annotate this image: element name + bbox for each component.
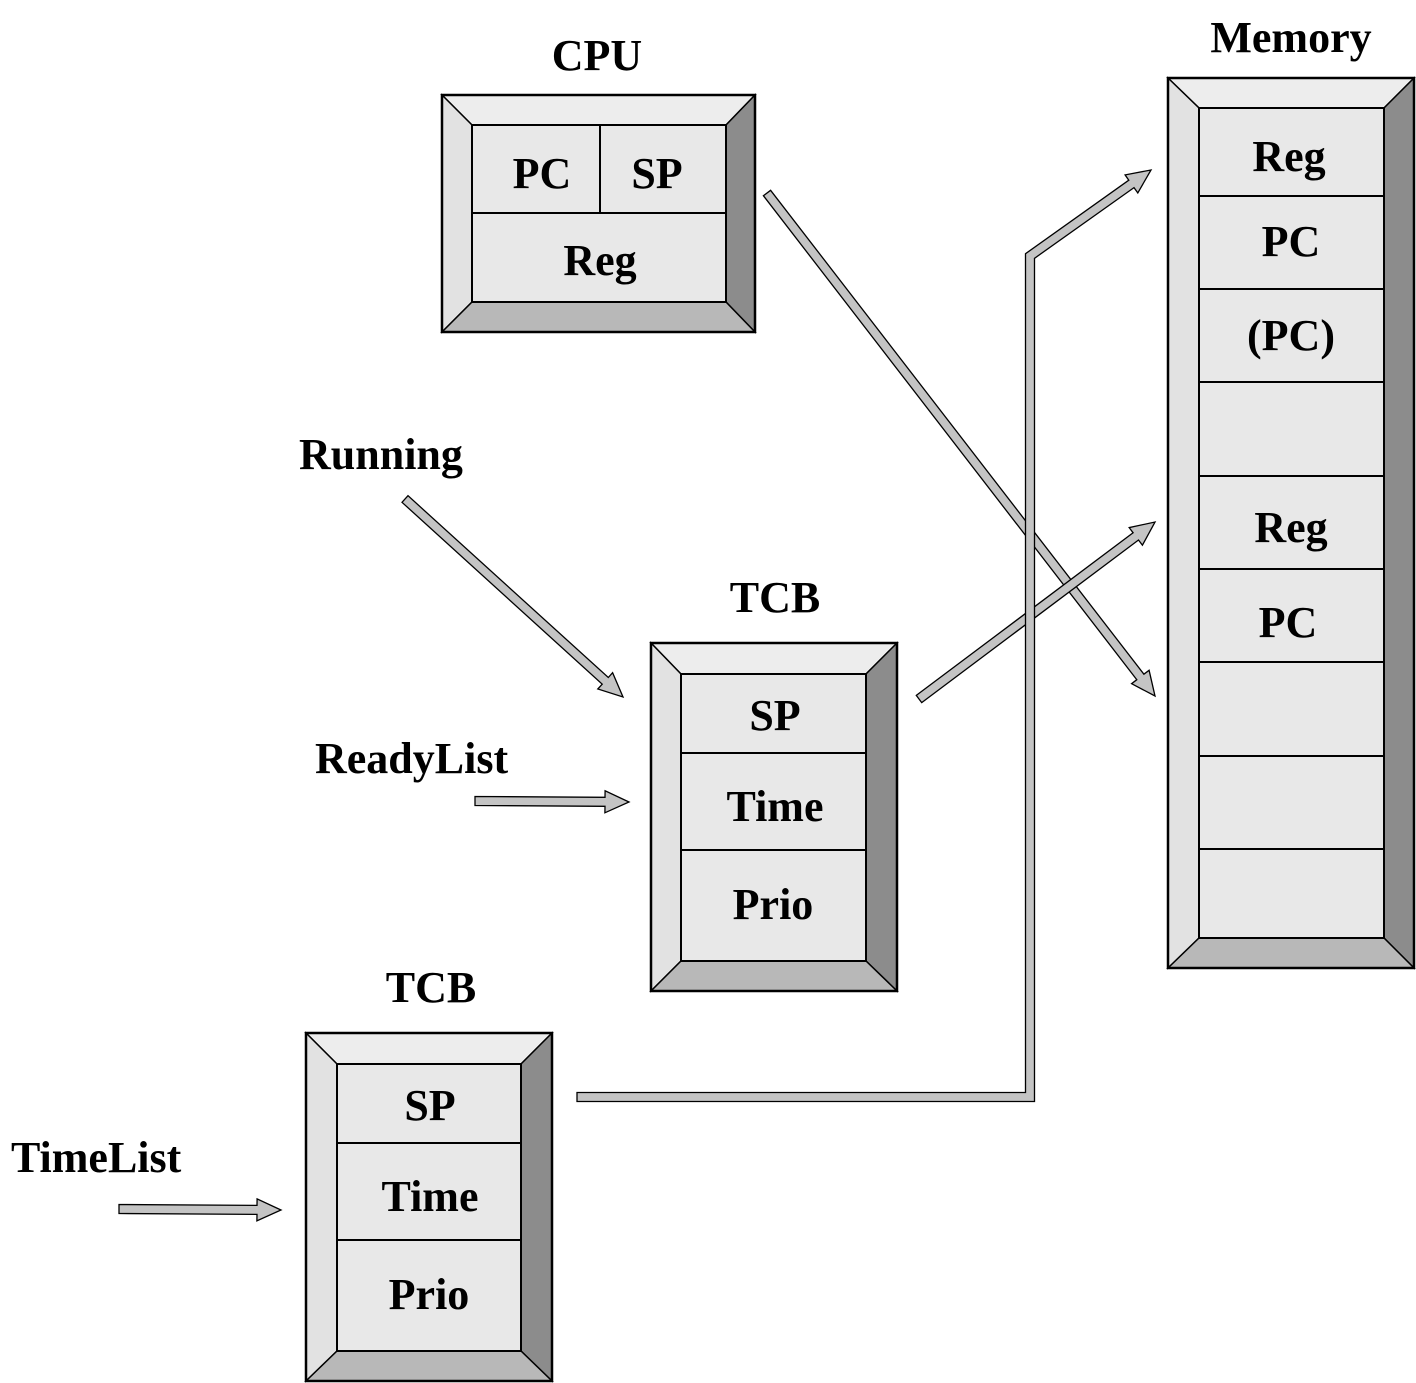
memory-cell: PC [1259, 598, 1318, 647]
timelist-label: TimeList [11, 1133, 182, 1182]
tcb-running-bevel-bottom [649, 960, 899, 992]
tcb-waiting-prio: Prio [389, 1270, 470, 1319]
tcb-running-sp: SP [749, 691, 800, 740]
memory-cell: PC [1262, 217, 1321, 266]
tcb-running-title: TCB [730, 573, 820, 622]
timelist-pointer-arrow [118, 1197, 283, 1222]
tcb-running-inner [680, 673, 867, 962]
memory-inner [1198, 107, 1385, 939]
cpu-bevel-bottom [440, 301, 757, 333]
tcb-running-sp-to-memory-arrow [915, 521, 1157, 704]
cpu-box: CPU PC SP Reg [440, 31, 757, 334]
memory-title: Memory [1210, 13, 1371, 62]
tcb-waiting-time: Time [382, 1172, 479, 1221]
tcb-waiting-bevel-bottom [304, 1350, 554, 1382]
readylist-pointer-arrow [474, 789, 631, 814]
tcb-running-bevel-top [649, 642, 899, 675]
cpu-title: CPU [552, 31, 642, 80]
tcb-running-bevel-right [865, 641, 898, 993]
memory-cell: Reg [1252, 132, 1325, 181]
tcb-running-prio: Prio [733, 880, 814, 929]
memory-bevel-right [1383, 76, 1415, 970]
cpu-sp-cell: SP [631, 149, 682, 198]
tcb-running-box: TCB SP Time Prio [649, 573, 899, 993]
tcb-waiting-bevel-top [304, 1032, 554, 1065]
tcb-waiting-bevel-left [305, 1031, 338, 1383]
tcb-waiting-sp: SP [404, 1081, 455, 1130]
cpu-bevel-top [440, 94, 757, 126]
cpu-reg-cell: Reg [563, 236, 636, 285]
memory-bevel-bottom [1166, 937, 1416, 969]
cpu-pc-cell: PC [513, 149, 572, 198]
tcb-waiting-box: TCB SP Time Prio [304, 963, 554, 1383]
memory-cell: Reg [1254, 503, 1327, 552]
memory-bevel-left [1167, 76, 1200, 970]
tcb-running-bevel-left [650, 641, 682, 993]
memory-cell: (PC) [1247, 311, 1335, 360]
tcb-waiting-sp-to-memory-arrow [576, 169, 1153, 1103]
memory-box: Memory Reg PC (PC) Reg PC [1166, 13, 1416, 970]
cpu-bevel-right [725, 93, 756, 334]
memory-bevel-top [1166, 77, 1416, 109]
running-pointer-arrow [401, 494, 625, 699]
tcb-waiting-title: TCB [386, 963, 476, 1012]
readylist-label: ReadyList [315, 734, 508, 783]
cpu-bevel-left [441, 93, 473, 334]
tcb-running-time: Time [727, 782, 824, 831]
cpu-sp-to-memory-arrow [762, 189, 1156, 698]
tcb-waiting-inner [336, 1063, 522, 1352]
tcb-waiting-bevel-right [520, 1031, 553, 1383]
running-label: Running [299, 430, 463, 479]
